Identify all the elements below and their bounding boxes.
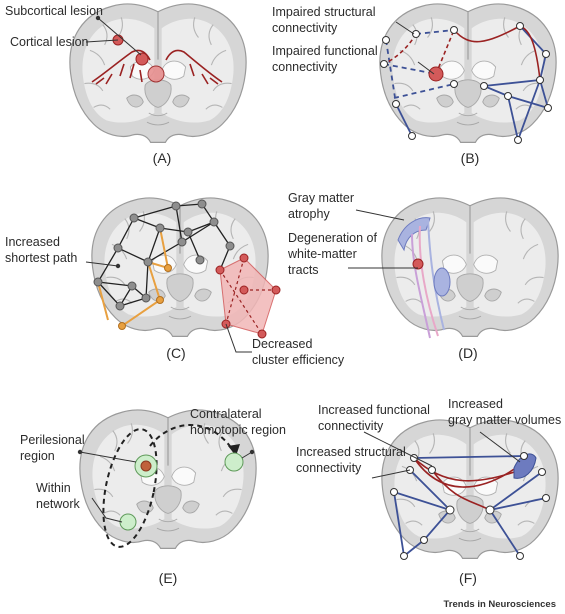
- label-degeneration-3: tracts: [288, 263, 319, 277]
- panel-tag-a: (A): [153, 150, 172, 166]
- leader-perilesional: [79, 451, 137, 463]
- lesion-marker-d: [412, 258, 424, 270]
- label-inc-functional-2: connectivity: [318, 419, 384, 433]
- label-degeneration-2: white-matter: [287, 247, 357, 261]
- label-within-2: network: [36, 497, 81, 511]
- label-decreased-1: Decreased: [252, 337, 312, 351]
- label-degeneration-1: Degeneration of: [288, 231, 377, 245]
- label-perilesional-1: Perilesional: [20, 433, 85, 447]
- leader-dot: [95, 15, 101, 21]
- lesion-core-e: [140, 460, 152, 472]
- leader-dot: [77, 449, 83, 455]
- label-contralateral-1: Contralateral: [190, 407, 262, 421]
- label-inc-gm-2: gray matter volumes: [448, 413, 561, 427]
- leader-cortical: [85, 39, 119, 43]
- leader-functional-b: [417, 61, 435, 75]
- leader-subcortical: [97, 17, 142, 56]
- leader-gm-volume-f: [479, 431, 521, 463]
- panel-tag-f: (F): [459, 570, 477, 586]
- panel-b: Impaired structural connectivity Impaire…: [272, 3, 557, 166]
- label-inc-gm-1: Increased: [448, 397, 503, 411]
- panel-d: Gray matter atrophy Degeneration of whit…: [287, 191, 559, 361]
- lesion-spread: [147, 65, 165, 83]
- tract-lines-d: [411, 219, 445, 339]
- label-inc-structural-1: Increased structural: [296, 445, 406, 459]
- label-impaired-structural-2: connectivity: [272, 21, 338, 35]
- network-node-e: [119, 513, 137, 531]
- panel-tag-d: (D): [458, 345, 477, 361]
- panel-f: Increased functional connectivity Increa…: [296, 397, 561, 586]
- atrophy-region-d: [397, 217, 431, 252]
- nodes-f: [390, 452, 550, 560]
- cluster-links-c: [219, 257, 276, 335]
- degeneration-focus-d: [433, 267, 451, 297]
- label-within-1: Within: [36, 481, 71, 495]
- leader-functional-f: [363, 431, 433, 467]
- journal-brand: Trends in Neurosciences: [444, 599, 556, 610]
- label-impaired-structural-1: Impaired structural: [272, 5, 376, 19]
- label-subcortical-lesion: Subcortical lesion: [5, 4, 103, 18]
- nodes-b: [380, 22, 552, 144]
- leader-shortest-path: [85, 261, 119, 267]
- panel-e: Contralateral homotopic region Perilesio…: [20, 407, 286, 586]
- leader-cluster-efficiency: [225, 323, 252, 353]
- label-gray-matter-1: Gray matter: [288, 191, 354, 205]
- label-increased-1: Increased: [5, 235, 60, 249]
- panel-tag-b: (B): [461, 150, 480, 166]
- panel-tag-c: (C): [166, 345, 185, 361]
- brain-slice-d: [381, 197, 559, 337]
- homotopic-arrow-e: [149, 424, 235, 453]
- label-perilesional-2: region: [20, 449, 55, 463]
- subcortical-lesion-marker: [135, 52, 149, 66]
- label-contralateral-2: homotopic region: [190, 423, 286, 437]
- brain-slice-b: [379, 3, 557, 143]
- leader-within-network: [91, 497, 123, 523]
- leader-dot: [115, 263, 121, 269]
- brain-slice-f: [381, 419, 559, 559]
- functional-links-f: [413, 457, 525, 511]
- label-decreased-2: cluster efficiency: [252, 353, 345, 367]
- label-cortical-lesion: Cortical lesion: [10, 35, 89, 49]
- panel-tag-e: (E): [159, 570, 178, 586]
- leader-atrophy: [355, 209, 405, 221]
- leader-structural-f: [371, 469, 411, 479]
- nodes-c: [93, 199, 235, 311]
- label-impaired-functional-2: connectivity: [272, 60, 338, 74]
- label-gray-matter-2: atrophy: [288, 207, 330, 221]
- label-inc-functional-1: Increased functional: [318, 403, 430, 417]
- panel-a: Subcortical lesion Cortical lesion (A): [5, 3, 247, 166]
- label-increased-2: shortest path: [5, 251, 77, 265]
- network-boundary-e: [102, 428, 158, 548]
- panel-c: Increased shortest path Decreased cluste…: [5, 197, 345, 367]
- leader-dot: [249, 449, 255, 455]
- leader-structural-b: [395, 21, 415, 35]
- homotopic-region-e: [224, 452, 244, 472]
- lesion-marker-b: [428, 66, 444, 82]
- label-inc-structural-2: connectivity: [296, 461, 362, 475]
- cluster-nodes-c: [215, 253, 281, 339]
- path-nodes-c: [118, 264, 172, 330]
- label-impaired-functional-1: Impaired functional: [272, 44, 378, 58]
